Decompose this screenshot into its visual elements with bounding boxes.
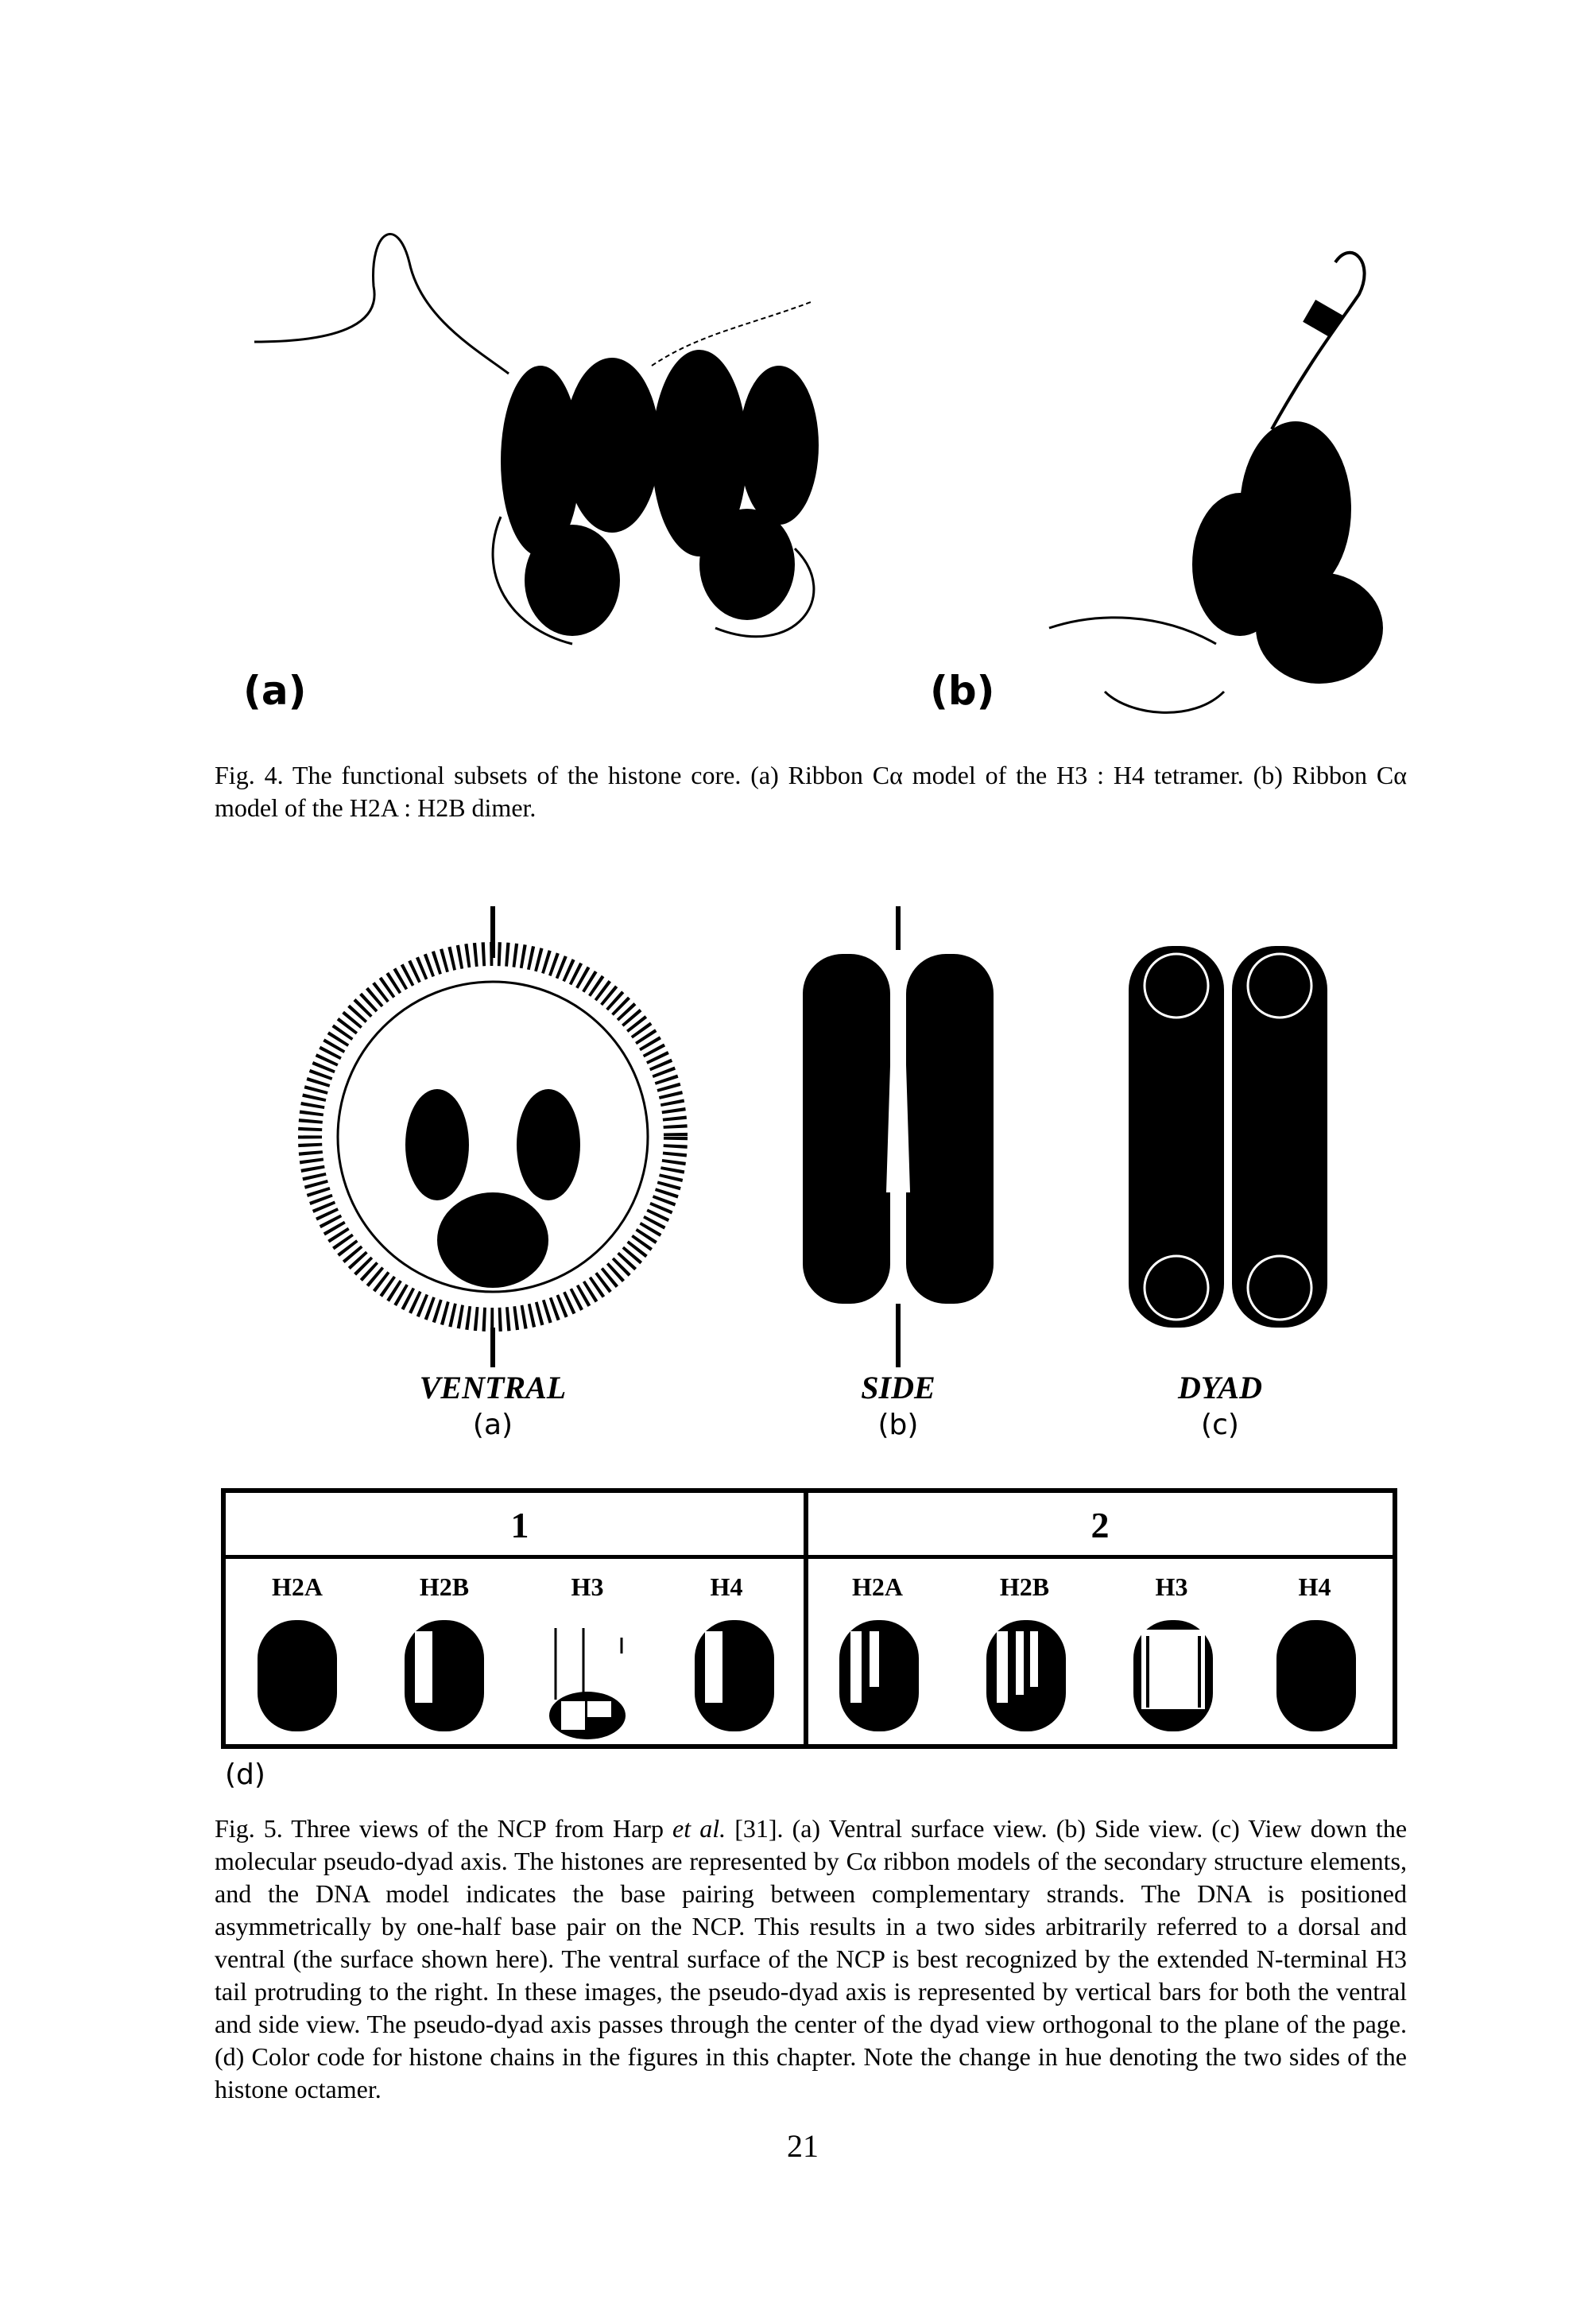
group-2-h3-swatch xyxy=(1133,1620,1213,1731)
group-2-h4-swatch xyxy=(1276,1620,1356,1731)
group-1-chain-h3-label: H3 xyxy=(571,1572,604,1601)
fig5-caption-part1: Three views of the NCP from Harp xyxy=(291,1814,664,1843)
fig4-caption-text: The functional subsets of the histone co… xyxy=(215,761,1408,822)
fig5-view-dyad-letter: (c) xyxy=(1201,1409,1239,1441)
color-key-label: (d) xyxy=(225,1758,265,1791)
fig5-view-dyad xyxy=(1113,938,1351,1336)
group-1-chain-h2b-label: H2B xyxy=(419,1572,470,1601)
fig5-caption-etal: et al. xyxy=(672,1814,726,1843)
h2a-h2b-dimer-ribbon xyxy=(1048,250,1383,714)
group-1-number: 1 xyxy=(510,1505,529,1545)
ventral-ncp-image xyxy=(298,906,688,1367)
group-2-chain-h3-label: H3 xyxy=(1155,1572,1188,1601)
fig5-view-ventral-title: VENTRAL xyxy=(419,1370,567,1405)
dyad-ncp-image xyxy=(1129,946,1327,1328)
group-1-h3-swatch xyxy=(549,1628,626,1739)
color-key-header-line xyxy=(226,1555,1393,1559)
group-1-chain-h2a-label: H2A xyxy=(272,1572,323,1601)
color-key-cylinders xyxy=(258,1620,1356,1739)
fig5-view-side-title: SIDE xyxy=(861,1370,936,1405)
fig5-view-ventral xyxy=(298,906,688,1367)
group-1-h4-swatch xyxy=(695,1620,774,1731)
fig4-caption: Fig. 4. The functional subsets of the hi… xyxy=(215,759,1407,824)
fig5-view-side xyxy=(787,906,1025,1367)
fig5-view-ventral-letter: (a) xyxy=(472,1409,513,1441)
group-1-h2b-swatch xyxy=(405,1620,484,1731)
fig5-view-side-letter: (b) xyxy=(877,1409,919,1441)
group-1-h2a-swatch xyxy=(258,1620,337,1731)
fig5-caption: Fig. 5. Three views of the NCP from Harp… xyxy=(215,1812,1407,2106)
group-2-chain-h2a-label: H2A xyxy=(852,1572,903,1601)
fig4-caption-prefix: Fig. 4. xyxy=(215,761,284,789)
fig4-image-a xyxy=(238,215,954,708)
h3-h4-tetramer-ribbon xyxy=(254,233,819,646)
group-2-h2b-swatch xyxy=(986,1620,1066,1731)
fig4-panel-a-label: (a) xyxy=(243,668,307,714)
group-2-chain-h2b-label: H2B xyxy=(999,1572,1050,1601)
group-2-chain-h4-label: H4 xyxy=(1298,1572,1331,1601)
side-ncp-image xyxy=(803,906,994,1367)
page-number: 21 xyxy=(787,2128,819,2164)
group-2-number: 2 xyxy=(1090,1505,1110,1545)
color-key-divider xyxy=(804,1493,808,1744)
fig4-panel-b-label: (b) xyxy=(930,668,995,714)
group-1-chain-h4-label: H4 xyxy=(710,1572,743,1601)
fig5-caption-part2: [31]. (a) Ventral surface view. (b) Side… xyxy=(215,1814,1408,2103)
group-2-h2a-swatch xyxy=(839,1620,919,1731)
histone-color-key: 1 2 H2A H2B H3 H4 H2A H2B H3 H4 xyxy=(221,1488,1397,1749)
fig5-caption-prefix: Fig. 5. xyxy=(215,1814,283,1843)
fig4-image-b xyxy=(1033,246,1399,723)
fig5-view-dyad-title: DYAD xyxy=(1178,1370,1262,1405)
